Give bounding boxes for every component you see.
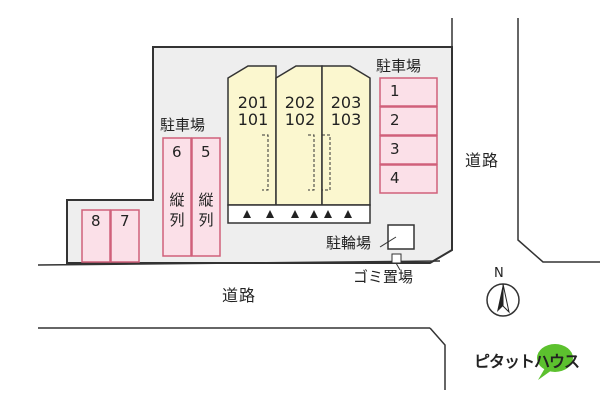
parking-space-1: 1 [390, 82, 400, 100]
parking-space-5-note: 縦列 [198, 191, 214, 229]
parking-space-5-box [191, 137, 221, 257]
entrance-arrow-3 [291, 210, 299, 218]
garbage-leader [395, 262, 401, 271]
brand-logo [537, 344, 573, 380]
building-unit-outline-3 [321, 65, 371, 206]
entrance-strip [227, 204, 371, 224]
bicycle-parking-label: 駐輪場 [326, 234, 372, 252]
bicycle-leader [379, 236, 397, 248]
entrance-arrow-6 [344, 210, 352, 218]
compass-needle-dark [497, 284, 503, 312]
road-edge-bottom-upper [37, 260, 441, 266]
parking-space-7-box [110, 209, 140, 263]
parking-space-7: 7 [120, 212, 130, 230]
parking-space-2-box [379, 106, 438, 136]
unit-lower-number: 103 [330, 110, 362, 129]
garbage-box [391, 253, 402, 264]
stair-dash-1 [262, 134, 269, 191]
road-edge-right-outer [517, 18, 600, 263]
parking-right-label: 駐車場 [376, 57, 422, 75]
unit-lower-number: 101 [237, 110, 269, 129]
parking-left-label: 駐車場 [160, 116, 206, 134]
parking-space-6: 6 [172, 143, 182, 161]
parking-left-group [162, 137, 221, 257]
entrance-arrow-2 [266, 210, 274, 218]
brand-name: ピタットハウス [474, 352, 580, 371]
apartment-building [227, 65, 371, 224]
entrance-arrow-5 [324, 210, 332, 218]
entrance-markers [243, 210, 352, 218]
unit-lower-number: 102 [284, 110, 316, 129]
garbage-area-label: ゴミ置場 [353, 268, 414, 286]
entrance-arrow-4 [310, 210, 318, 218]
parking-space-3-box [379, 135, 438, 165]
parking-space-3: 3 [390, 140, 400, 158]
road-right-label: 道路 [465, 151, 500, 170]
building-unit-outline-2 [275, 65, 323, 206]
brand-logo-tail [538, 368, 552, 380]
stair-dash-3 [322, 134, 331, 191]
unit-upper-number: 202 [284, 93, 316, 112]
entrance-arrow-1 [243, 210, 251, 218]
parking-bottom-left-group [81, 209, 140, 263]
building-unit-1: 201 101 [231, 94, 275, 128]
parking-right-group [379, 77, 438, 194]
parking-space-2: 2 [390, 111, 400, 129]
unit-upper-number: 201 [237, 93, 269, 112]
compass [486, 283, 520, 317]
unit-upper-number: 203 [330, 93, 362, 112]
compass-north-label: N [494, 266, 504, 281]
parking-space-6-box [162, 137, 192, 257]
building-unit-outline-1 [227, 65, 277, 206]
parking-space-1-box [379, 77, 438, 107]
compass-needle-light [502, 283, 510, 314]
road-bottom-label: 道路 [222, 286, 257, 305]
road-edge-right-inner [429, 47, 453, 264]
parking-space-5: 5 [201, 143, 211, 161]
building-unit-3: 203 103 [324, 94, 368, 128]
parking-space-8: 8 [91, 212, 101, 230]
parking-space-6-note: 縦列 [169, 191, 185, 229]
parking-space-4: 4 [390, 169, 400, 187]
parking-space-4-box [379, 164, 438, 194]
parking-space-8-box [81, 209, 111, 263]
road-edge-corner [429, 327, 446, 390]
stair-dash-2 [308, 134, 315, 191]
building-unit-2: 202 102 [278, 94, 322, 128]
brand-logo-blob [537, 344, 573, 372]
bicycle-parking-box [387, 224, 415, 250]
